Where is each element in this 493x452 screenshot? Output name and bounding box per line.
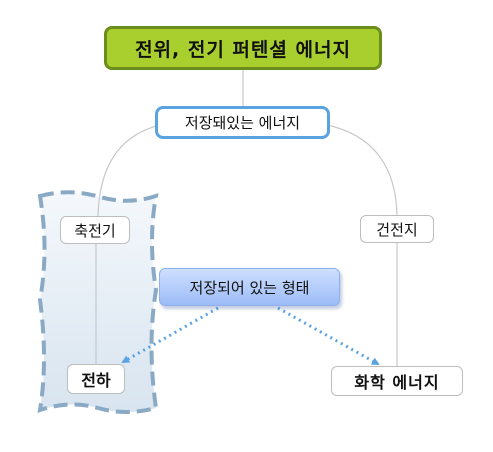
storage-form-relation-label[interactable]: 저장되어 있는 형태	[159, 268, 340, 306]
charge-node[interactable]: 전하	[67, 364, 125, 394]
stored-energy-node[interactable]: 저장돼있는 에너지	[155, 106, 330, 139]
root-node[interactable]: 전위, 전기 퍼텐셜 에너지	[104, 26, 382, 70]
battery-node[interactable]: 건전지	[360, 215, 434, 243]
connector-stored-battery	[326, 124, 398, 216]
capacitor-node[interactable]: 축전기	[60, 216, 130, 244]
relation-arrow-to-charge	[121, 306, 219, 364]
chemical-energy-node[interactable]: 화학 에너지	[331, 366, 463, 396]
relation-arrow-to-chemical	[277, 306, 380, 366]
connector-stored-capacitor	[97, 124, 161, 217]
